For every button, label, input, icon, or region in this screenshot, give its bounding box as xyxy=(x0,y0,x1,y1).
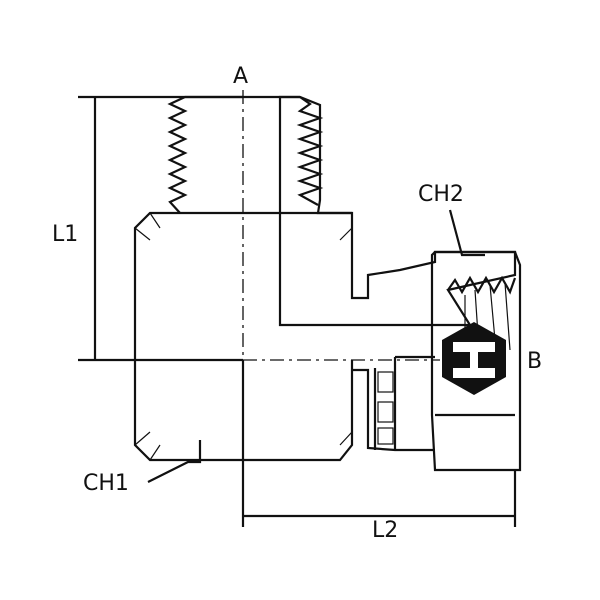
dimension-l1 xyxy=(78,95,300,362)
label-ch2: CH2 xyxy=(418,182,464,207)
ch2-leader xyxy=(448,209,485,257)
body-right xyxy=(243,211,354,462)
thread-left xyxy=(167,95,243,214)
connector-body xyxy=(352,355,435,452)
body-left xyxy=(133,211,243,462)
nut xyxy=(430,250,522,472)
label-l2: L2 xyxy=(372,518,398,543)
label-l1: L1 xyxy=(52,222,78,247)
label-b: B xyxy=(527,349,542,374)
label-a: A xyxy=(233,64,248,89)
hexagon-logo-icon xyxy=(442,322,506,395)
dimension-l2 xyxy=(241,360,517,527)
label-ch1: CH1 xyxy=(83,471,129,496)
ch1-leader xyxy=(147,440,202,483)
thread-right xyxy=(296,96,324,206)
